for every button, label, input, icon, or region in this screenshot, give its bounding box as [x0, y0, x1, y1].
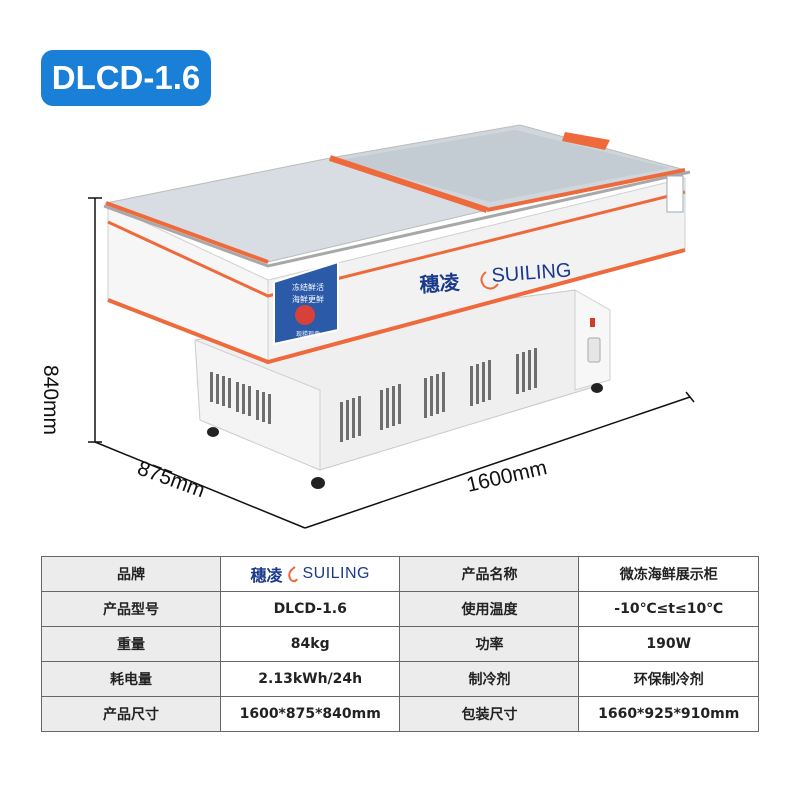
spec-label: 产品名称 — [399, 556, 580, 592]
depth-dimension-line — [94, 441, 306, 529]
spec-value: 1600*875*840mm — [219, 696, 401, 732]
spec-label: 包装尺寸 — [399, 696, 580, 732]
height-dimension-line — [88, 197, 102, 443]
body-logo-cn: 穗凌 — [419, 270, 462, 297]
spec-label: 功率 — [399, 626, 580, 662]
spec-value: 环保制冷剂 — [578, 661, 759, 697]
spec-label: 产品型号 — [41, 591, 221, 627]
vent-grille — [210, 348, 537, 442]
caster-wheels — [207, 383, 603, 489]
width-dimension-line — [304, 391, 695, 529]
spec-value: 微冻海鲜展示柜 — [578, 556, 759, 592]
control-knob — [587, 337, 601, 363]
sticker-text-1: 冻结鲜活 — [292, 282, 324, 292]
indicator-light — [590, 318, 595, 327]
spec-value: DLCD-1.6 — [219, 591, 401, 627]
promo-sticker — [273, 260, 339, 346]
table-row: 重量 84kg 功率 190W — [41, 626, 759, 662]
energy-label — [666, 175, 684, 213]
spec-label: 产品尺寸 — [41, 696, 221, 732]
sticker-text-3: 现捞现卖 — [296, 330, 320, 338]
model-badge: DLCD-1.6 — [41, 50, 211, 106]
spec-table: 品牌 穗凌 SUILING 产品名称 微冻海鲜展示柜 产品型号 DLCD-1.6… — [41, 556, 759, 732]
spec-label: 使用温度 — [399, 591, 580, 627]
product-illustration: 冻结鲜活 海鲜更鲜 现捞现卖 穗凌 SUILING — [88, 124, 695, 529]
spec-label: 耗电量 — [41, 661, 221, 697]
spec-value: 84kg — [219, 626, 401, 662]
brand-swoosh-icon — [288, 566, 299, 583]
table-row: 产品型号 DLCD-1.6 使用温度 -10℃≤t≤10℃ — [41, 591, 759, 627]
table-row: 产品尺寸 1600*875*840mm 包装尺寸 1660*925*910mm — [41, 696, 759, 732]
spec-value: -10℃≤t≤10℃ — [578, 591, 759, 627]
brand-logo-cell: 穗凌 SUILING — [219, 556, 401, 592]
spec-label: 品牌 — [41, 556, 221, 592]
brand-logo-cn: 穗凌 — [250, 566, 283, 585]
spec-value: 2.13kWh/24h — [219, 661, 401, 697]
height-dimension: 840mm — [39, 365, 62, 436]
sticker-text-2: 海鲜更鲜 — [292, 294, 324, 304]
spec-value: 190W — [578, 626, 759, 662]
brand-logo-en: SUILING — [302, 565, 370, 582]
spec-label: 重量 — [41, 626, 221, 662]
logo-swoosh-icon — [480, 271, 499, 290]
table-row: 耗电量 2.13kWh/24h 制冷剂 环保制冷剂 — [41, 661, 759, 697]
table-row: 品牌 穗凌 SUILING 产品名称 微冻海鲜展示柜 — [41, 556, 759, 592]
spec-value: 1660*925*910mm — [578, 696, 759, 732]
spec-label: 制冷剂 — [399, 661, 580, 697]
